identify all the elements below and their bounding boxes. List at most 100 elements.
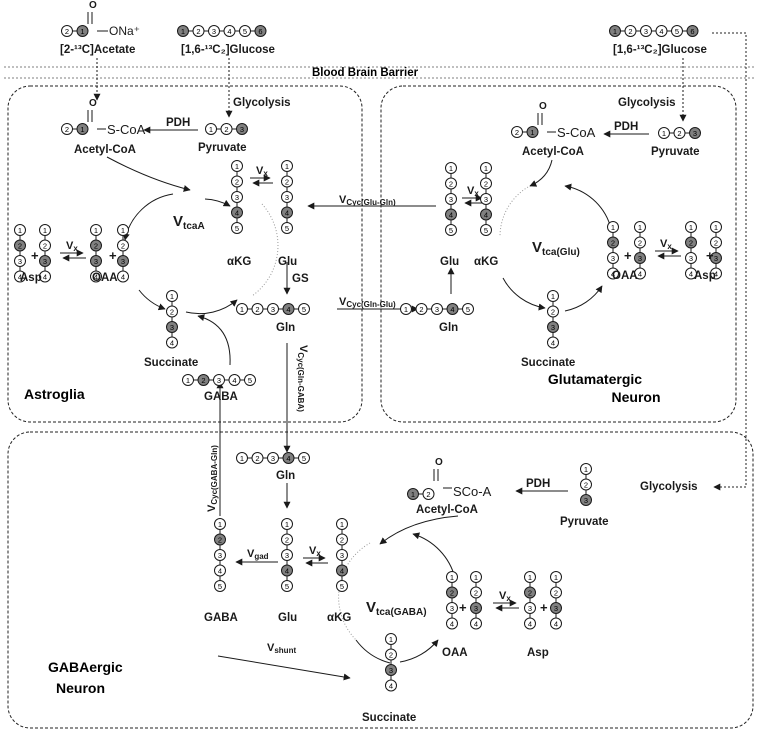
carbon-atom xyxy=(336,533,348,546)
carbon-number: 1 xyxy=(714,223,718,232)
carbon-atom xyxy=(220,123,233,135)
carbon-number: 5 xyxy=(285,224,289,233)
carbon-number: 5 xyxy=(449,226,453,235)
carbon-number: 1 xyxy=(689,223,693,232)
carbon-number: 1 xyxy=(235,162,239,171)
carbon-atom xyxy=(90,224,102,236)
carbon-atom xyxy=(470,617,482,630)
carbon-atom xyxy=(710,236,722,249)
carbon-number: 4 xyxy=(286,454,290,463)
carbon-number: 4 xyxy=(528,620,532,629)
carbon-number: 3 xyxy=(714,254,718,263)
v-cyc-gaba-gln: VCyc(GABA-Gln) xyxy=(206,445,219,512)
carbon-number: 4 xyxy=(285,209,289,218)
oaa-gaba-neuron: OAA xyxy=(442,647,468,659)
gln-gaba-neuron: Gln xyxy=(276,470,295,482)
carbon-number: 3 xyxy=(644,27,648,36)
carbon-number: 4 xyxy=(714,270,718,279)
carbon-atom xyxy=(480,208,492,221)
carbon-number: 2 xyxy=(419,305,423,314)
carbon-number: 4 xyxy=(94,273,98,282)
v-cyc-gln-glu: VCyc(Gln-Glu) xyxy=(339,296,396,309)
carbon-atom xyxy=(39,239,51,252)
carbon-number: 3 xyxy=(689,254,693,263)
carbon-atom xyxy=(166,305,178,318)
carbon-number: 1 xyxy=(530,128,534,137)
scoa-glu: S-CoA xyxy=(557,125,596,140)
carbon-atom xyxy=(231,160,243,172)
carbon-number: 3 xyxy=(389,666,393,675)
carbon-atom xyxy=(214,518,226,530)
carbon-number: 3 xyxy=(340,551,344,560)
carbon-number: 1 xyxy=(450,573,454,582)
carbon-atom xyxy=(281,533,293,546)
glutamatergic-label: Glutamatergic xyxy=(548,371,642,387)
carbon-atom xyxy=(634,221,646,233)
carbon-atom xyxy=(445,193,457,205)
carbon-number: 1 xyxy=(181,27,185,36)
carbon-number: 2 xyxy=(611,239,615,248)
acetyl-coa-gaba: Acetyl-CoA xyxy=(416,504,478,516)
pdh-label-gaba: PDH xyxy=(526,478,550,490)
pdh-label-astro: PDH xyxy=(166,117,190,129)
carbon-atom xyxy=(446,303,459,315)
carbon-atom xyxy=(524,571,536,583)
pyruvate-glu: Pyruvate xyxy=(651,146,700,158)
carbonyl-o: O xyxy=(89,0,97,11)
oaa-astro: OAA xyxy=(92,272,118,284)
carbon-number: 4 xyxy=(286,305,290,314)
carbon-number: 2 xyxy=(474,589,478,598)
carbon-atom xyxy=(634,267,646,280)
carbon-atom xyxy=(214,533,226,546)
carbon-number: 3 xyxy=(212,27,216,36)
oaa-neuron: OAA xyxy=(612,270,638,282)
carbon-atom xyxy=(431,303,443,315)
carbon-number: 1 xyxy=(285,520,289,529)
glu-astro: Glu xyxy=(278,256,297,268)
carbon-number: 2 xyxy=(285,178,289,187)
carbon-number: 1 xyxy=(528,573,532,582)
carbon-atom xyxy=(281,191,293,203)
carbon-number: 3 xyxy=(611,254,615,263)
carbon-number: 2 xyxy=(196,27,200,36)
carbon-atom xyxy=(90,255,102,267)
carbon-number: 2 xyxy=(170,308,174,317)
carbon-atom xyxy=(607,267,619,280)
carbon-atom xyxy=(511,126,523,138)
carbon-number: 2 xyxy=(551,308,555,317)
carbon-number: 3 xyxy=(450,604,454,613)
carbon-atom xyxy=(634,252,646,264)
carbon-atom xyxy=(117,224,129,236)
carbon-atom xyxy=(446,586,458,599)
carbon-atom xyxy=(76,123,89,135)
carbon-number: 2 xyxy=(121,242,125,251)
carbon-atom xyxy=(685,221,697,233)
carbon-number: 3 xyxy=(18,257,22,266)
carbon-atom xyxy=(524,617,536,630)
carbon-atom xyxy=(281,580,293,592)
carbon-number: 3 xyxy=(285,551,289,560)
carbon-atom xyxy=(547,336,559,349)
plus-neuron-asp: + xyxy=(706,248,714,263)
carbon-number: 5 xyxy=(302,454,306,463)
carbon-atom xyxy=(214,549,226,561)
carbon-atom xyxy=(550,617,562,630)
carbon-number: 4 xyxy=(340,567,344,576)
vx-gaba-asp: Vx xyxy=(499,590,511,603)
carbon-number: 2 xyxy=(528,589,532,598)
carbon-atom xyxy=(117,255,129,267)
carbon-atom xyxy=(480,162,492,174)
carbon-number: 2 xyxy=(584,481,588,490)
carbonyl-o-gaba: O xyxy=(435,457,443,468)
carbon-atom xyxy=(445,208,457,221)
carbon-atom xyxy=(400,303,412,315)
carbon-atom xyxy=(580,494,592,506)
akg-neuron: αKG xyxy=(474,256,498,268)
carbon-atom xyxy=(385,664,397,676)
